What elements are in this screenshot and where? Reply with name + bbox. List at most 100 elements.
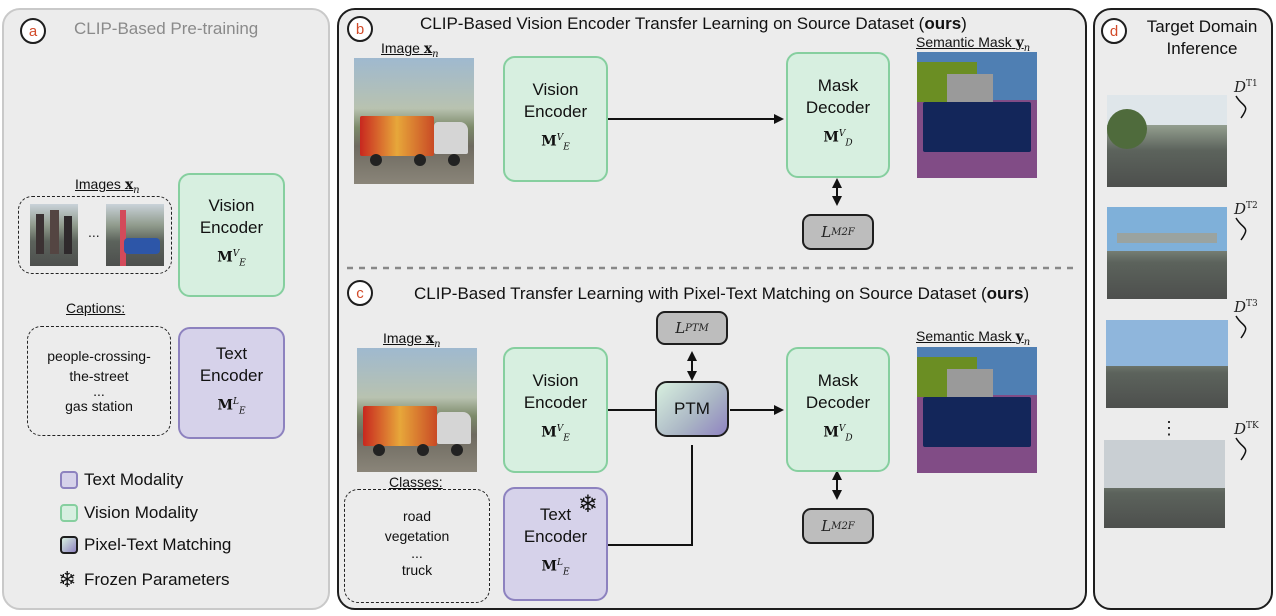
title-plain: CLIP-Based Transfer Learning with Pixel-… <box>414 284 987 303</box>
source-image-label: Image xn <box>381 40 439 60</box>
symbol-m: M <box>823 424 839 441</box>
mask-decoder-symbol: MVD <box>823 123 852 154</box>
loss-sub: M2F <box>831 226 855 238</box>
mask-symbol-y: y <box>1015 35 1024 51</box>
person-shape <box>36 214 44 254</box>
mask-truck <box>923 397 1031 447</box>
legend-text-modality: Text Modality <box>60 470 183 490</box>
text-encoder-line2: Encoder <box>199 366 264 386</box>
badge-letter: d <box>1109 22 1119 40</box>
mask-decoder-c: Mask Decoder MVD <box>786 347 890 472</box>
text-encoder-symbol: MLE <box>217 391 245 422</box>
mask-label-text: Semantic Mask <box>916 328 1012 344</box>
panel-c-badge: c <box>347 280 373 306</box>
symbol-sub: E <box>238 406 246 417</box>
mask-decoder-line2: Decoder <box>805 98 871 118</box>
symbol-m: M <box>217 397 233 414</box>
text-encoder-symbol: MLE <box>541 552 569 583</box>
images-symbol: xn <box>125 177 140 196</box>
image-symbol-x: x <box>423 41 433 57</box>
mask-symbol: yn <box>1015 35 1031 54</box>
mask-symbol: yn <box>1015 329 1031 348</box>
symbol-m: M <box>541 558 557 575</box>
classes-dashed-box <box>344 489 490 603</box>
mask-building <box>947 369 993 399</box>
symbol-m: M <box>217 249 233 266</box>
badge-letter: b <box>355 20 365 38</box>
arrows-layer <box>347 114 1077 546</box>
symbol-sup: V <box>556 133 564 144</box>
symbol-sup: V <box>232 249 240 260</box>
ptm-module: PTM <box>655 381 729 437</box>
sky <box>1106 320 1228 366</box>
domain-label-3: DT3 <box>1234 298 1258 316</box>
symbol-sup: L <box>232 397 239 408</box>
caption-ellipsis: ... <box>93 383 105 399</box>
panel-a-badge: a <box>20 18 46 44</box>
domain-label-k: DTK <box>1234 420 1259 438</box>
mask-decoder-line1: Mask <box>817 76 859 96</box>
pretrain-vision-encoder: Vision Encoder MVE <box>178 173 285 297</box>
title-line: Target Domain <box>1146 17 1258 36</box>
legend-vision-modality: Vision Modality <box>60 503 198 523</box>
domain-symbol: D <box>1234 298 1247 316</box>
ptm-swatch <box>60 536 78 554</box>
image-label-text: Image <box>381 40 420 56</box>
image-symbol: xn <box>423 41 439 60</box>
domain-symbol: D <box>1234 420 1247 438</box>
mask-building <box>947 74 993 104</box>
symbol-sub: E <box>563 142 570 153</box>
domain-label-1: DT1 <box>1234 78 1258 96</box>
symbol-sub: E <box>563 433 570 444</box>
loss-symbol: L <box>675 319 686 337</box>
vision-encoder-line2: Encoder <box>523 102 588 122</box>
class-item: vegetation <box>384 528 450 544</box>
class-ellipsis: ... <box>411 545 423 561</box>
legend-label: Pixel-Text Matching <box>84 535 232 554</box>
mask-symbol-y: y <box>1015 329 1024 345</box>
symbol-m: M <box>541 424 557 441</box>
image-label-text: Image <box>383 330 422 346</box>
loss-sub: M2F <box>831 520 855 532</box>
title-end: ) <box>961 14 967 33</box>
truck-cab <box>437 412 471 444</box>
legend-label: Text Modality <box>84 470 184 489</box>
panel-a-pretraining <box>2 8 330 610</box>
semantic-mask-b <box>917 52 1037 178</box>
text-encoder-line1: Text <box>539 505 572 525</box>
caption-line: people-crossing- <box>47 348 151 364</box>
legend-pixel-text-matching: Pixel-Text Matching <box>60 535 231 555</box>
title-end: ) <box>1023 284 1030 303</box>
class-item: road <box>402 508 432 524</box>
legend-label: Vision Modality <box>84 503 199 522</box>
vision-modality-swatch <box>60 504 78 522</box>
image-symbol: xn <box>426 331 441 350</box>
source-image-truck <box>354 58 474 184</box>
vision-encoder-line2: Encoder <box>523 393 588 413</box>
domain-symbol: D <box>1234 78 1247 96</box>
symbol-m: M <box>541 133 557 150</box>
sample-image-crowd <box>30 204 78 266</box>
truck-wheel <box>370 154 382 166</box>
target-image-k <box>1104 440 1225 528</box>
truck-wheel <box>373 444 385 456</box>
caption-line: the-street <box>69 368 129 384</box>
symbol-sup: V <box>838 129 846 140</box>
text-encoder-line1: Text <box>215 344 248 364</box>
sky <box>1107 207 1227 251</box>
images-ellipsis: ... <box>88 224 100 240</box>
mask-decoder-line2: Decoder <box>805 392 871 412</box>
image-symbol-sub: n <box>432 48 439 60</box>
loss-symbol: L <box>821 517 832 535</box>
sample-image-gas-station <box>106 204 164 266</box>
loss-symbol: L <box>821 223 832 241</box>
legend-label: Frozen Parameters <box>84 570 230 589</box>
vision-encoder-b: Vision Encoder MVE <box>503 56 608 182</box>
ptm-label: PTM <box>674 399 710 418</box>
symbol-sub: E <box>562 567 570 578</box>
mask-symbol-sub: n <box>1023 42 1031 54</box>
domain-label-2: DT2 <box>1234 200 1258 218</box>
loss-sub: PTM <box>685 322 709 334</box>
